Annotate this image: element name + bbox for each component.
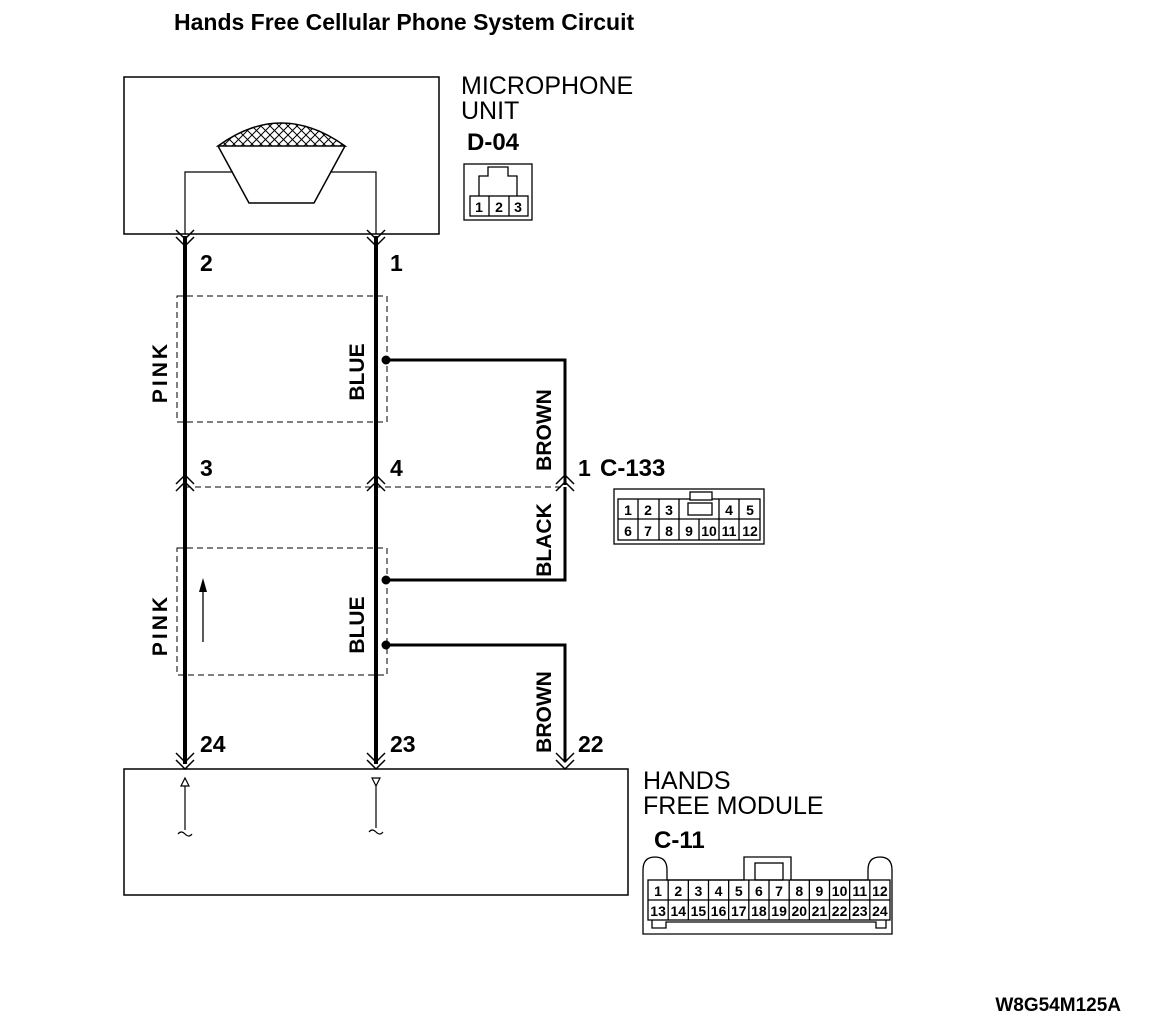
c11-pin: 24	[872, 903, 888, 919]
splice-point	[381, 355, 391, 365]
c11-pin: 7	[775, 883, 783, 899]
microphone-unit: MICROPHONE UNIT D-04 1 2 3	[123, 72, 633, 235]
c11-pin: 4	[715, 883, 723, 899]
shield-lower	[176, 547, 388, 676]
microphone-unit-label-line2: UNIT	[461, 97, 519, 125]
c133-pin: 9	[685, 523, 693, 539]
splice-point	[381, 640, 391, 650]
wire-color-label: PINK	[149, 594, 172, 656]
joint-connector-id: C-133	[600, 455, 665, 482]
joint-connector-c133: 1 C-133 1 2 3 4 5 6 7 8 9 10 11 12	[578, 455, 765, 545]
d04-pin: 1	[475, 199, 483, 215]
module-label-line1: HANDS	[643, 767, 731, 795]
input-terminal-icon	[177, 776, 193, 837]
c11-pin: 19	[771, 903, 787, 919]
c133-pin: 7	[644, 523, 652, 539]
shield-upper	[176, 295, 388, 423]
module-label-line2: FREE MODULE	[643, 792, 824, 820]
connector-chevron	[175, 473, 575, 492]
wire-color-label: BLUE	[346, 596, 369, 653]
c133-pin: 12	[742, 523, 758, 539]
c11-pin-dividers	[667, 880, 871, 920]
c11-pin: 13	[650, 903, 666, 919]
c11-pin: 9	[816, 883, 824, 899]
c11-pin: 12	[872, 883, 888, 899]
microphone-connector-id: D-04	[467, 129, 520, 156]
wire-color-label: BLACK	[533, 503, 556, 577]
wire-black	[386, 487, 567, 582]
c11-pin: 8	[795, 883, 803, 899]
pin-number: 24	[200, 731, 226, 757]
c133-pin: 10	[701, 523, 717, 539]
signal-direction-arrow	[199, 578, 207, 642]
c11-pin: 23	[852, 903, 868, 919]
c11-pin: 1	[654, 883, 662, 899]
pin-number: 4	[390, 455, 403, 481]
wire-color-label: BROWN	[533, 671, 556, 753]
c11-pin: 20	[791, 903, 807, 919]
pin-number: 1	[390, 250, 403, 276]
c11-pin: 3	[695, 883, 703, 899]
d04-pin: 2	[495, 199, 503, 215]
c133-pin: 5	[746, 502, 754, 518]
c133-pin: 4	[725, 502, 733, 518]
c11-pin: 10	[832, 883, 848, 899]
wire-color-label: BLUE	[346, 343, 369, 400]
c11-pin: 21	[812, 903, 828, 919]
c11-pin: 2	[674, 883, 682, 899]
hands-free-module-box	[123, 768, 629, 896]
wire-brown-lower	[386, 643, 567, 762]
pin-number: 2	[200, 250, 213, 276]
splice-point	[381, 575, 391, 585]
joint-pin-number: 1	[578, 455, 591, 481]
microphone-icon	[184, 122, 377, 234]
wire-color-label: PINK	[149, 341, 172, 403]
wiring	[183, 236, 567, 764]
c133-pin: 6	[624, 523, 632, 539]
pin-number: 3	[200, 455, 213, 481]
d04-pin: 3	[514, 199, 522, 215]
c11-pin: 22	[832, 903, 848, 919]
c11-pin: 16	[711, 903, 727, 919]
pin-number: 22	[578, 731, 604, 757]
c11-pin: 14	[670, 903, 686, 919]
c11-pin: 5	[735, 883, 743, 899]
c11-pin: 17	[731, 903, 747, 919]
wire-brown-upper	[386, 358, 567, 485]
c133-pin: 8	[665, 523, 673, 539]
c11-pin: 18	[751, 903, 767, 919]
microphone-unit-box	[123, 76, 440, 235]
c133-pin: 2	[644, 502, 652, 518]
diagram-title: Hands Free Cellular Phone System Circuit	[174, 9, 634, 35]
c133-pin: 1	[624, 502, 632, 518]
connector-chevron	[175, 229, 386, 248]
wire-color-label: BROWN	[533, 389, 556, 471]
pin-number: 23	[390, 731, 416, 757]
c11-pin: 6	[755, 883, 763, 899]
output-terminal-icon	[368, 777, 384, 835]
c133-pin: 3	[665, 502, 673, 518]
c11-pin: 11	[852, 883, 867, 899]
module-connector-id: C-11	[654, 827, 705, 854]
c133-pin: 11	[722, 523, 737, 539]
d04-connector-face: 1 2 3	[463, 163, 533, 221]
c11-pin: 15	[691, 903, 707, 919]
figure-code: W8G54M125A	[995, 995, 1121, 1016]
microphone-unit-label-line1: MICROPHONE	[461, 72, 633, 100]
